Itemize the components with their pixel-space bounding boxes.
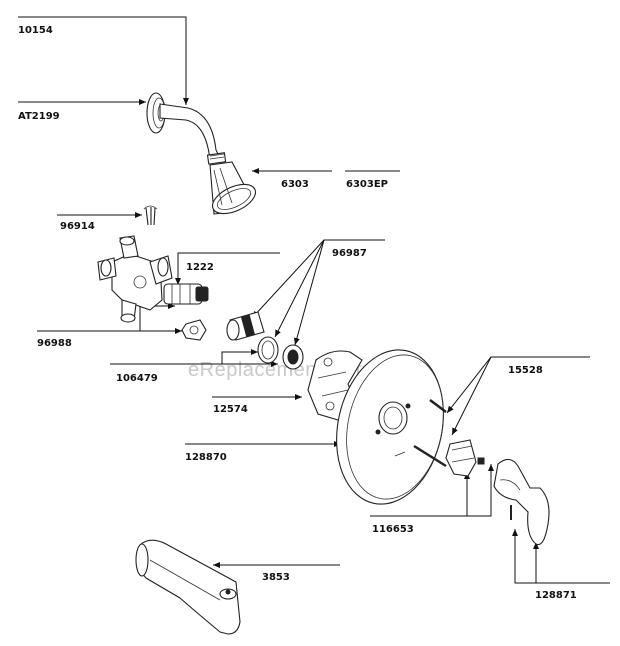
shower-arm-drawing: [159, 103, 227, 165]
cartridge-drawing: [163, 283, 209, 305]
part-label-128870: 128870: [185, 452, 227, 463]
adapter-rings-drawing: [257, 336, 304, 370]
tub-spout-drawing: [135, 539, 241, 635]
part-label-at2199: AT2199: [18, 111, 60, 122]
mounting-screws-drawing: [413, 399, 447, 468]
handle-adapter-drawing: [226, 311, 265, 341]
valve-body-drawing: [97, 235, 173, 323]
part-labels: 10154 AT2199 6303 6303EP 96914 1222 9698…: [18, 25, 577, 601]
part-label-3853: 3853: [262, 572, 290, 583]
part-label-96987: 96987: [332, 248, 367, 259]
retaining-clip-drawing: [143, 205, 158, 226]
part-label-10154: 10154: [18, 25, 53, 36]
part-label-6303ep: 6303EP: [346, 179, 388, 190]
handle-hub-drawing: [445, 439, 485, 477]
part-label-96914: 96914: [60, 221, 95, 232]
lever-handle-drawing: [493, 458, 550, 546]
part-label-106479: 106479: [116, 373, 158, 384]
part-label-128871: 128871: [535, 590, 577, 601]
part-label-15528: 15528: [508, 365, 543, 376]
part-label-6303: 6303: [281, 179, 309, 190]
part-label-96988: 96988: [37, 338, 72, 349]
shower-head-drawing: [209, 161, 257, 215]
leader-lines: [18, 16, 610, 584]
escutcheon-plate-drawing: [336, 349, 444, 505]
part-label-12574: 12574: [213, 404, 248, 415]
part-label-116653: 116653: [372, 524, 414, 535]
part-label-1222: 1222: [186, 262, 214, 273]
stop-nut-drawing: [181, 319, 207, 341]
